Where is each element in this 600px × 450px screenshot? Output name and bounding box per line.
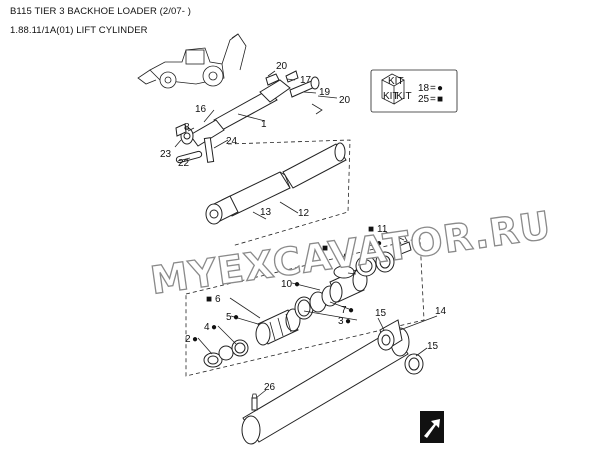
kit-box-label: KIT xyxy=(388,76,404,87)
callout-6-mark: ■ xyxy=(206,294,212,305)
kit-outline xyxy=(185,237,425,377)
callout-3: 3 xyxy=(338,316,344,327)
page-title: B115 TIER 3 BACKHOE LOADER (2/07- ) xyxy=(10,6,192,17)
callout-16: 16 xyxy=(195,104,207,115)
page-subtitle: 1.88.11/1A(01) LIFT CYLINDER xyxy=(10,25,148,36)
callout-15-top: 15 xyxy=(375,308,387,319)
callout-2-mark: ● xyxy=(192,334,198,345)
kit-box-icon: KIT KIT KIT xyxy=(381,73,412,105)
leader-lines xyxy=(174,70,438,399)
kit-box-label-2: KIT xyxy=(383,91,399,102)
callout-17: 17 xyxy=(300,75,312,86)
callout-6: 6 xyxy=(215,294,221,305)
kit-row-18-mark: ● xyxy=(437,83,443,94)
callout-9-mark: ● xyxy=(343,250,349,261)
callout-14: 14 xyxy=(435,306,447,317)
callout-8-mark: ■ xyxy=(322,243,328,254)
callout-19: 19 xyxy=(319,87,331,98)
callout-8-top: 8 xyxy=(184,122,190,133)
callout-5: 5 xyxy=(226,312,232,323)
exploded-seals xyxy=(203,234,412,368)
callout-20-right: 20 xyxy=(339,95,351,106)
callout-23: 23 xyxy=(160,149,172,160)
callout-7-mark: ● xyxy=(348,305,354,316)
kit-row-25-num: 25 xyxy=(418,94,430,105)
callout-22: 22 xyxy=(178,158,190,169)
next-page-arrow-icon[interactable] xyxy=(420,411,444,443)
upper-leader-outline xyxy=(227,139,351,247)
callout-21-mark: ● xyxy=(376,238,382,249)
callout-4-mark: ● xyxy=(211,322,217,333)
callout-labels: 20 17 19 20 16 1 8 24 23 22 13 12 ■ 11 ■… xyxy=(160,61,447,393)
callout-7: 7 xyxy=(341,305,347,316)
callout-1: 1 xyxy=(261,119,267,130)
kit-legend: KIT KIT KIT 18 = ● 25 = ■ xyxy=(370,69,458,113)
callout-3-mark: ● xyxy=(345,316,351,327)
callout-5-mark: ● xyxy=(233,312,239,323)
kit-row-25-sym: = xyxy=(430,94,436,105)
callout-9: 9 xyxy=(336,250,342,261)
callout-10: 10 xyxy=(281,279,293,290)
assembled-cylinder xyxy=(175,70,323,164)
callout-21: 21 xyxy=(364,238,376,249)
callout-13: 13 xyxy=(260,207,272,218)
callout-4: 4 xyxy=(204,322,210,333)
callout-2: 2 xyxy=(185,334,191,345)
backhoe-loader-icon xyxy=(137,33,247,89)
callout-20-top: 20 xyxy=(276,61,288,72)
lower-cylinder xyxy=(241,319,424,445)
callout-12: 12 xyxy=(298,208,310,219)
kit-row-25-mark: ■ xyxy=(437,94,443,105)
callout-26: 26 xyxy=(264,382,276,393)
kit-box-label-3: KIT xyxy=(396,91,412,102)
callout-11: 11 xyxy=(377,224,388,235)
callout-10-mark: ● xyxy=(294,279,300,290)
callout-24: 24 xyxy=(226,136,238,147)
callout-8: 8 xyxy=(331,243,337,254)
cylinder-barrel xyxy=(205,142,347,225)
callout-15-bottom: 15 xyxy=(427,341,439,352)
kit-row-18-num: 18 xyxy=(418,83,430,94)
callout-11-mark: ■ xyxy=(368,224,374,235)
kit-row-18-sym: = xyxy=(430,83,436,94)
